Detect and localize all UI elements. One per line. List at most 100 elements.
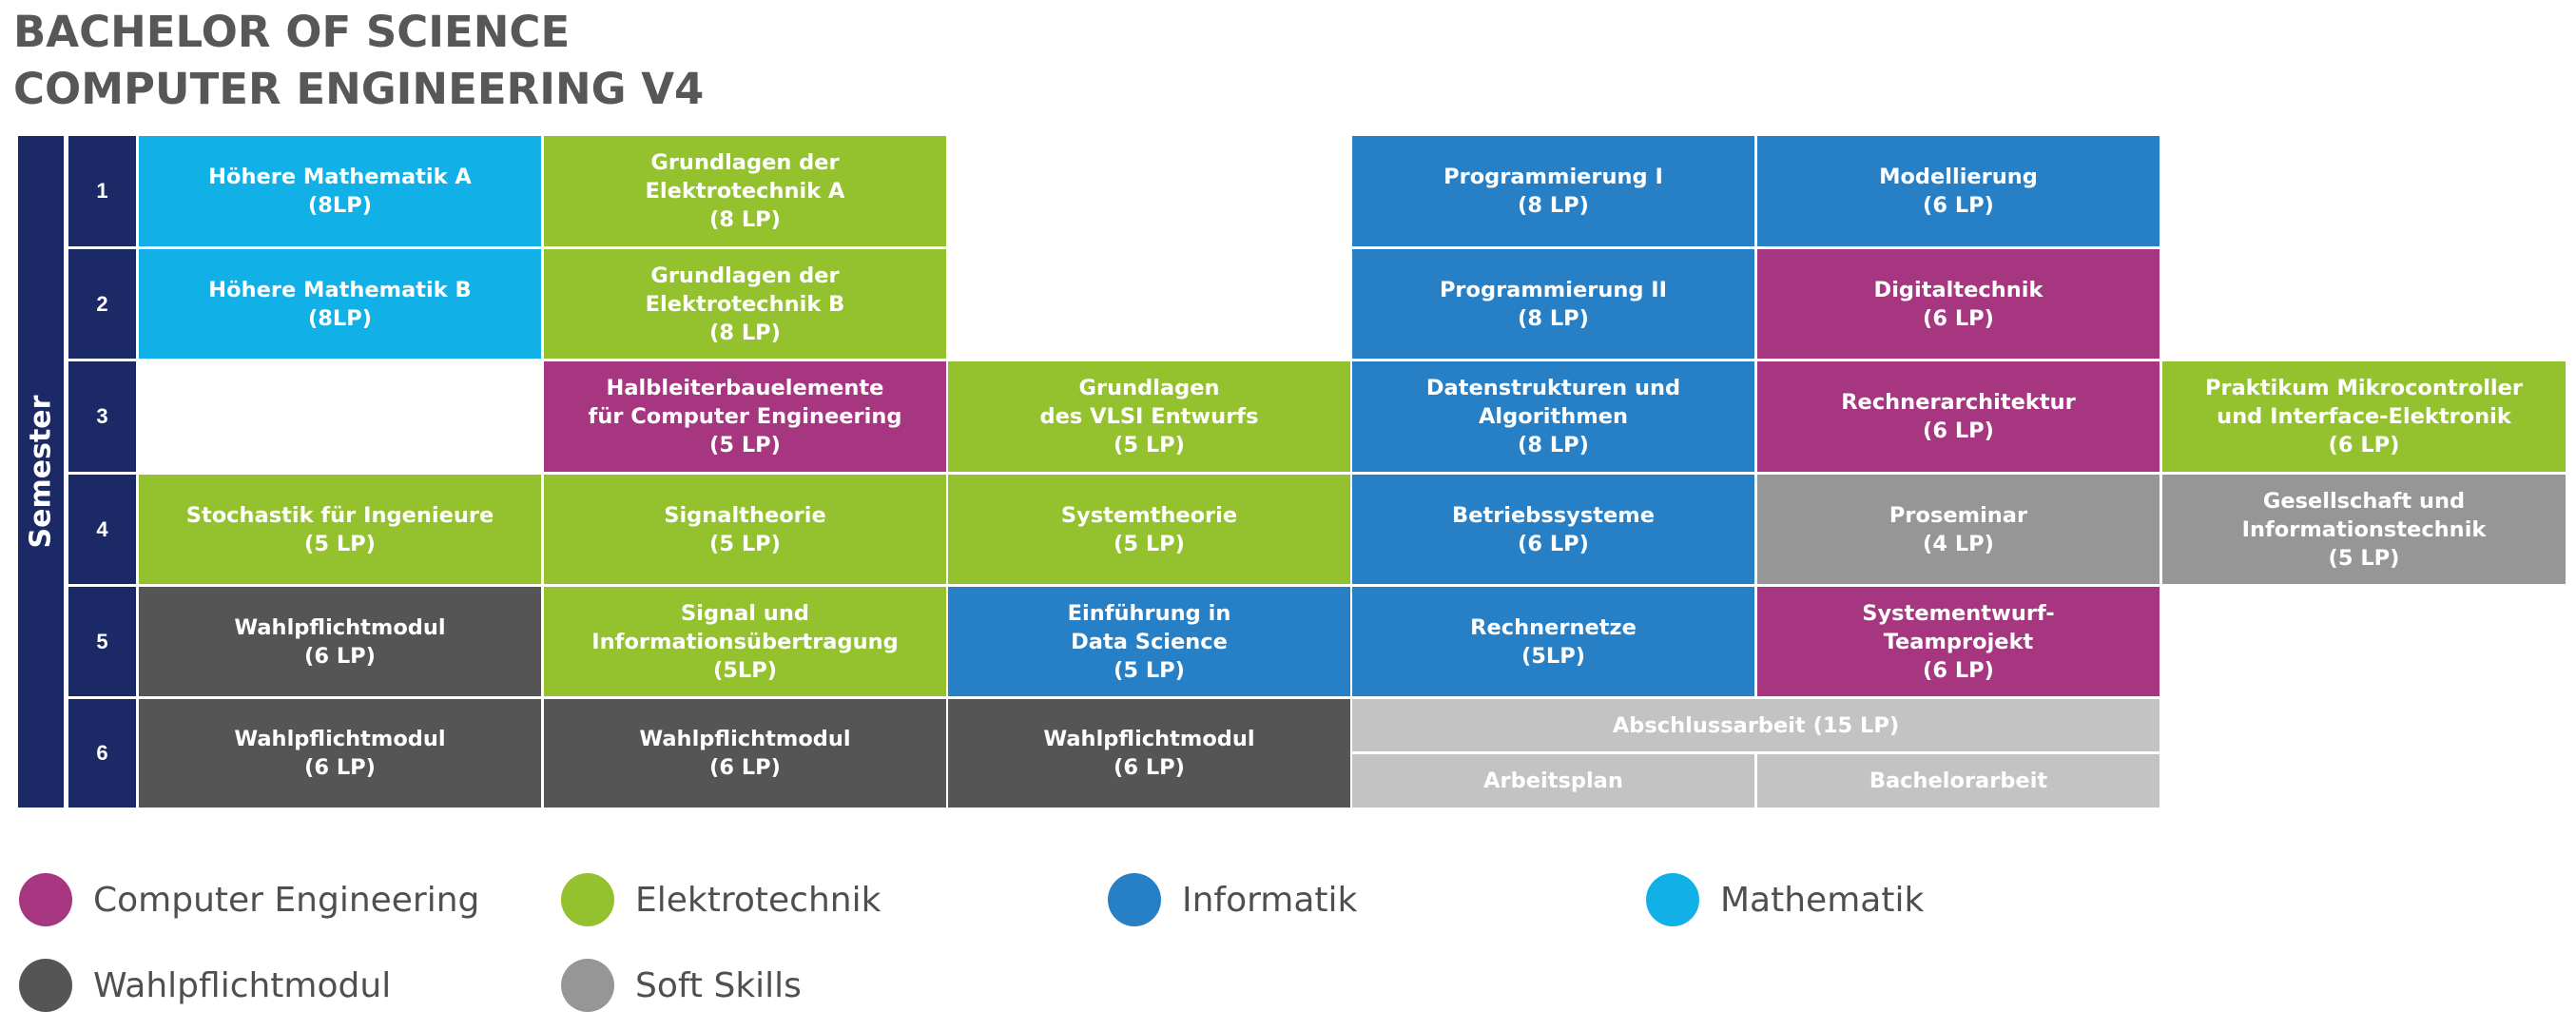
module-text-line: Systementwurf- — [1862, 600, 2055, 626]
legend-dot-soft-skills — [561, 959, 614, 1012]
module-text-line: Abschlussarbeit (15 LP) — [1612, 712, 1900, 738]
module-text-line: für Computer Engineering — [588, 404, 902, 429]
legend-wahlpflichtmodul: Wahlpflichtmodul — [19, 959, 391, 1012]
legend-dot-wahlpflichtmodul — [19, 959, 72, 1012]
module-text-line: Höhere Mathematik A — [208, 165, 472, 189]
module-abschlussarbeit: Abschlussarbeit (15 LP) — [1352, 699, 2160, 751]
module-text-line: Grundlagen der — [650, 150, 840, 175]
module-text-line: (5 LP) — [1114, 531, 1185, 556]
module-text-line: (8 LP) — [1518, 433, 1589, 457]
module-text-line: (6 LP) — [1923, 193, 1994, 218]
module-text-line: Höhere Mathematik B — [208, 277, 472, 302]
module-text-line: Informationsübertragung — [591, 629, 899, 654]
module-wahlpflichtmodul-s6-2: Wahlpflichtmodul(6 LP) — [544, 699, 946, 808]
module-text-line: Informationstechnik — [2241, 516, 2487, 542]
module-wahlpflichtmodul-s6-1: Wahlpflichtmodul(6 LP) — [139, 699, 541, 808]
module-systementwurf-teamprojekt: Systementwurf- Teamprojekt (6 LP) — [1757, 587, 2160, 696]
title-line-1: BACHELOR OF SCIENCE — [13, 7, 571, 57]
module-text-line: Proseminar — [1888, 502, 2028, 528]
legend-label-computer-engineering: Computer Engineering — [93, 880, 480, 920]
module-text-line: (6 LP) — [709, 755, 781, 780]
module-text-line: Betriebssysteme — [1452, 502, 1655, 528]
module-text-line: (8LP) — [307, 193, 373, 218]
module-text-line: Rechnerarchitektur — [1841, 390, 2076, 415]
module-text-line: (5 LP) — [709, 531, 781, 556]
module-systemtheorie: Systemtheorie (5 LP) — [948, 475, 1350, 584]
module-text-line: Systemtheorie — [1060, 502, 1238, 528]
module-text-line: Stochastik für Ingenieure — [185, 502, 494, 528]
module-text-line: Rechnernetze — [1470, 614, 1637, 640]
module-text-line: (5 LP) — [1114, 433, 1185, 457]
module-text-line: (4 LP) — [1923, 531, 1994, 556]
legend-computer-engineering: Computer Engineering — [19, 873, 479, 926]
semester-axis-text: Semester — [24, 395, 58, 549]
module-bachelorarbeit: Bachelorarbeit — [1757, 754, 2160, 808]
module-text-line: (8LP) — [307, 305, 373, 331]
semester-number-3: 3 — [68, 361, 136, 472]
legend-dot-mathematik — [1646, 873, 1699, 926]
module-text-line: (6 LP) — [1923, 657, 1994, 683]
module-text-line: des VLSI Entwurfs — [1039, 404, 1259, 429]
legend-soft-skills: Soft Skills — [561, 959, 802, 1012]
module-rechnerarchitektur: Rechnerarchitektur(6 LP) — [1757, 361, 2160, 472]
semester-number-4: 4 — [68, 475, 136, 584]
module-text-line: Teamprojekt — [1883, 629, 2034, 654]
module-text-line: Datenstrukturen und — [1425, 376, 1681, 400]
module-rechnernetze: Rechnernetze (5LP) — [1352, 587, 1754, 696]
module-wahlpflichtmodul-s6-3: Wahlpflichtmodul(6 LP) — [948, 699, 1350, 808]
module-text-line: (5 LP) — [709, 433, 781, 457]
module-programmierung-2: Programmierung II (8 LP) — [1352, 249, 1754, 359]
module-text-line: (6 LP) — [1114, 755, 1185, 780]
module-text-line: (6 LP) — [304, 755, 376, 780]
module-text-line: und Interface-Elektronik — [2217, 404, 2511, 429]
module-signaltheorie: Signaltheorie (5 LP) — [544, 475, 946, 584]
legend-label-soft-skills: Soft Skills — [635, 965, 802, 1005]
legend-label-wahlpflichtmodul: Wahlpflichtmodul — [93, 965, 392, 1005]
module-text-line: Grundlagen der — [650, 263, 840, 288]
page-title: BACHELOR OF SCIENCE COMPUTER ENGINEERING… — [13, 4, 704, 118]
module-text-line: (8 LP) — [1518, 305, 1589, 331]
semester-axis-bar — [18, 136, 64, 808]
module-text-line: Digitaltechnik — [1873, 277, 2043, 302]
legend-label-mathematik: Mathematik — [1720, 880, 1925, 920]
module-text-line: (5LP) — [1520, 643, 1586, 669]
legend-informatik: Informatik — [1108, 873, 1357, 926]
module-text-line: Signaltheorie — [664, 502, 826, 528]
module-text-line: Modellierung — [1879, 165, 2038, 189]
module-text-line: Signal und — [681, 600, 809, 626]
module-text-line: (5 LP) — [304, 531, 376, 556]
semester-number-2: 2 — [68, 249, 136, 359]
semester-number-6: 6 — [68, 699, 136, 808]
module-text-line: Programmierung II — [1439, 277, 1668, 302]
module-text-line: Data Science — [1071, 629, 1228, 654]
module-text-line: Einführung in — [1067, 600, 1231, 626]
legend-elektrotechnik: Elektrotechnik — [561, 873, 881, 926]
module-text-line: (6 LP) — [304, 643, 376, 669]
module-hoehere-mathematik-a: Höhere Mathematik A (8LP) — [139, 136, 541, 246]
module-arbeitsplan: Arbeitsplan — [1352, 754, 1754, 808]
module-text-line: Algorithmen — [1479, 404, 1628, 429]
module-text-line: (8 LP) — [1518, 193, 1589, 218]
module-text-line: (8 LP) — [709, 320, 781, 345]
legend-label-informatik: Informatik — [1182, 880, 1358, 920]
legend-label-elektrotechnik: Elektrotechnik — [635, 880, 881, 920]
legend-dot-informatik — [1108, 873, 1161, 926]
module-wahlpflichtmodul-s5: Wahlpflichtmodul (6 LP) — [139, 587, 541, 696]
module-text-line: Arbeitsplan — [1483, 769, 1623, 793]
legend-dot-computer-engineering — [19, 873, 72, 926]
module-text-line: Wahlpflichtmodul — [234, 614, 446, 640]
semester-number-1: 1 — [68, 136, 136, 246]
module-stochastik: Stochastik für Ingenieure (5 LP) — [139, 475, 541, 584]
module-text-line: Elektrotechnik A — [645, 179, 845, 204]
module-modellierung: Modellierung (6 LP) — [1757, 136, 2160, 246]
module-proseminar: Proseminar (4 LP) — [1757, 475, 2160, 584]
